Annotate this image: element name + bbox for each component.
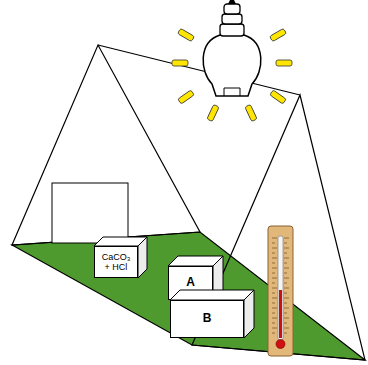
cube-front — [171, 301, 244, 338]
box-label: B — [203, 312, 212, 326]
back-window — [52, 183, 128, 243]
back-frame — [12, 45, 200, 245]
cube-side — [138, 237, 147, 278]
box-label: CaCO₃ + HCl — [99, 252, 133, 273]
thermometer — [268, 226, 293, 356]
box-face: B — [170, 300, 244, 338]
box-face: CaCO₃ + HCl — [94, 246, 138, 278]
reagent-box: B — [170, 290, 254, 338]
light-rays — [172, 28, 292, 121]
ground — [12, 232, 365, 360]
ridge-line — [98, 45, 300, 95]
cube-side — [244, 290, 254, 338]
cube-front — [95, 247, 138, 278]
cube-top — [170, 290, 254, 300]
reagent-box: CaCO₃ + HCl — [94, 237, 147, 278]
cube-outline — [170, 290, 254, 338]
box-label: A — [186, 276, 195, 290]
light-bulb — [203, 0, 261, 96]
